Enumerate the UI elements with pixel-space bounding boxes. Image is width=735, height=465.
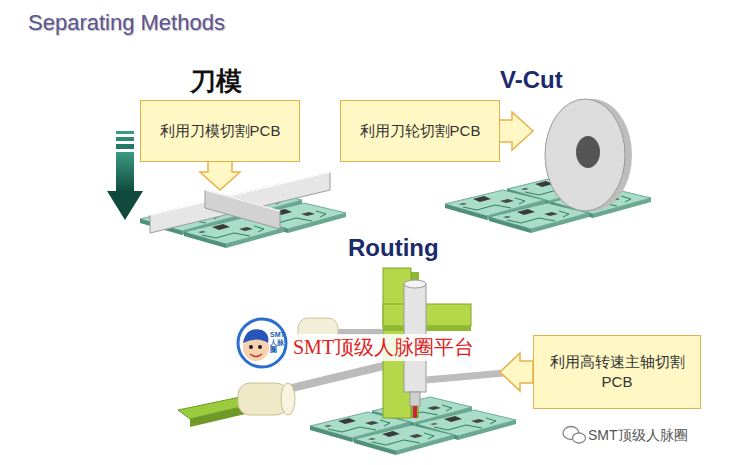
callout-box: 利用高转速主轴切割 PCB bbox=[533, 335, 701, 409]
callout-box: 利用刀模切割PCB bbox=[140, 100, 300, 162]
callout-text: 利用高转速主轴切割 PCB bbox=[542, 352, 692, 393]
callout-text: 利用刀轮切割PCB bbox=[360, 121, 481, 141]
logo-badge bbox=[238, 319, 286, 367]
watermark: SMT顶级人脉圈 bbox=[588, 427, 688, 445]
watermark: SMT顶级人脉圈平台 bbox=[290, 334, 477, 361]
section-heading: Routing bbox=[348, 234, 439, 262]
section-heading: V-Cut bbox=[500, 66, 563, 94]
slide-title: Separating Methods bbox=[28, 10, 225, 36]
logo-text: SMT人脉圈 bbox=[270, 331, 287, 354]
press-arrow bbox=[107, 131, 143, 220]
wechat-icon bbox=[563, 427, 586, 444]
router-illustration bbox=[178, 268, 516, 455]
section-heading: 刀模 bbox=[190, 64, 242, 99]
callout-box: 利用刀轮切割PCB bbox=[340, 100, 500, 162]
die-cut-illustration bbox=[140, 172, 346, 248]
callout-text: 利用刀模切割PCB bbox=[160, 121, 281, 141]
